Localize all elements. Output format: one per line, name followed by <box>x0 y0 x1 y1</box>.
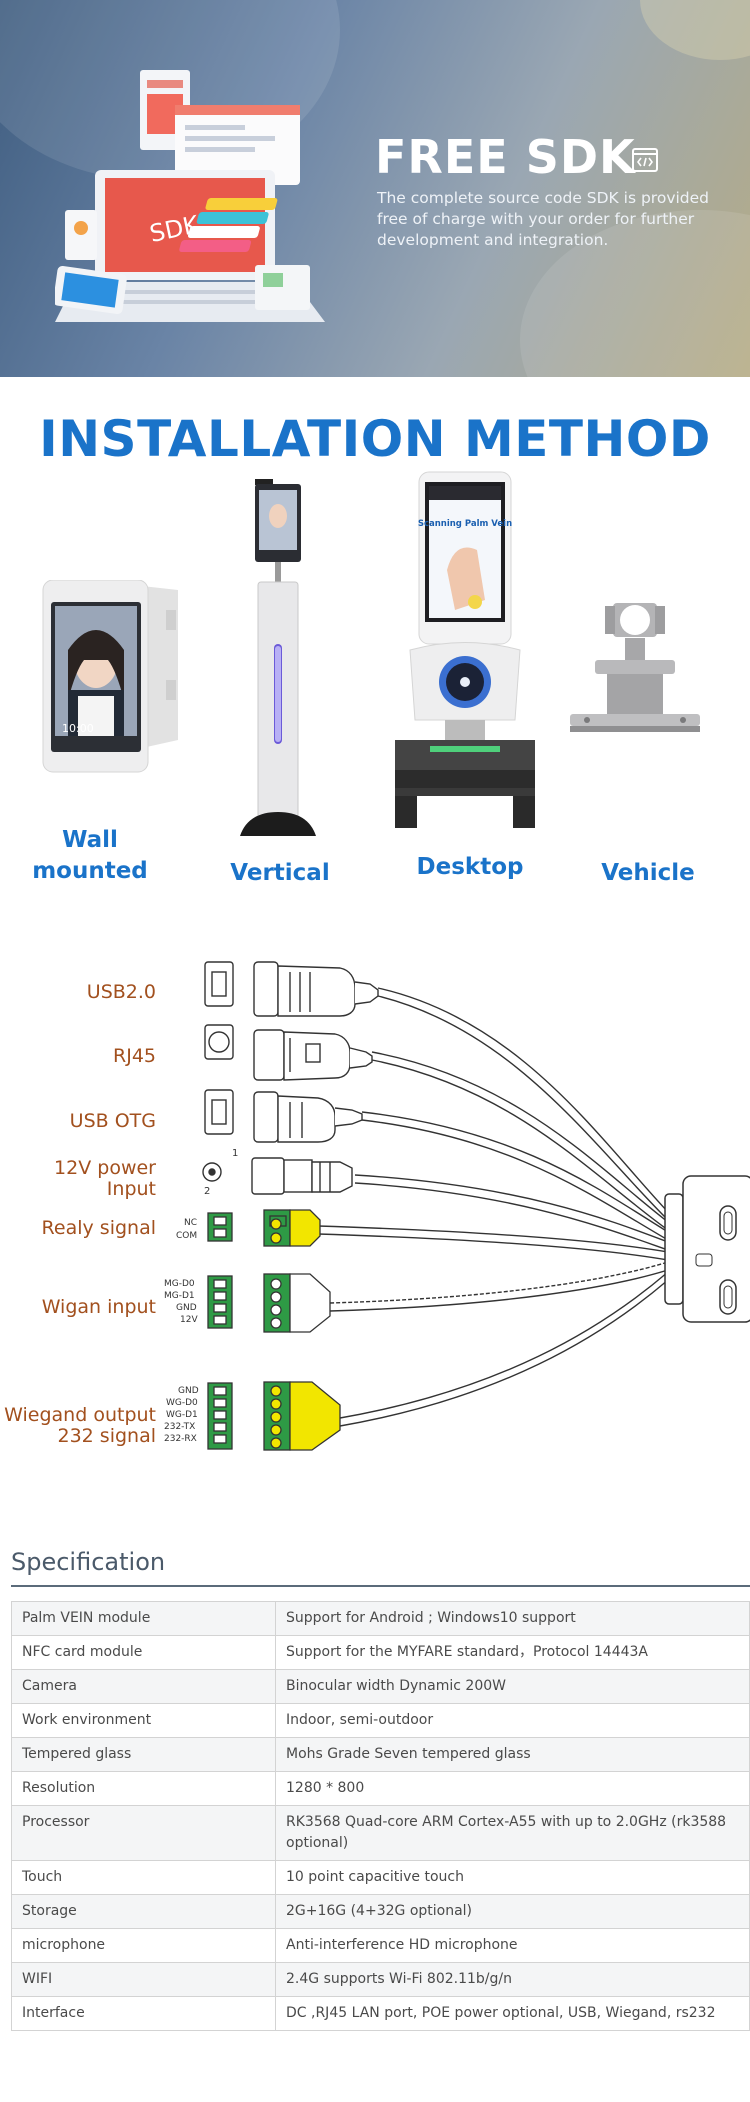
spec-value: 1280 * 800 <box>275 1771 750 1806</box>
wigan-pin-mgd1: MG-D1 <box>164 1291 195 1301</box>
wiegand-pin-wgd1: WG-D1 <box>166 1410 198 1420</box>
wire-label-wigan-input: Wigan input <box>41 1296 156 1318</box>
wigan-pin-mgd0: MG-D0 <box>164 1279 195 1289</box>
wigan-input-terminal <box>207 1273 331 1333</box>
spec-key: Storage <box>11 1894 276 1929</box>
method-label-vehicle: Vehicle <box>601 860 695 886</box>
spec-value: Support for Android ; Windows10 support <box>275 1601 750 1636</box>
spec-key: Processor <box>11 1805 276 1861</box>
spec-key: WIFI <box>11 1962 276 1997</box>
wall-mounted-device-image: 10:00 <box>42 580 178 773</box>
spec-key: microphone <box>11 1928 276 1963</box>
wigan-pin-gnd: GND <box>176 1303 197 1313</box>
power-pin-2: 2 <box>204 1186 210 1197</box>
free-sdk-banner: SDK FREE SDK Th <box>0 0 750 377</box>
spec-key: Resolution <box>11 1771 276 1806</box>
wire-label-wiegand-output: Wiegand output 232 signal <box>4 1404 156 1447</box>
relay-pin-nc: NC <box>184 1218 197 1228</box>
wiegand-pin-wgd0: WG-D0 <box>166 1398 198 1408</box>
spec-key: Interface <box>11 1996 276 2031</box>
hero-title: FREE SDK <box>375 130 636 184</box>
wiegand-pin-232rx: 232-RX <box>164 1434 197 1444</box>
usb-otg-port <box>204 1089 363 1143</box>
vertical-stand-image <box>240 479 316 836</box>
wall-screen-time: 10:00 <box>62 722 94 735</box>
spec-title: Specification <box>11 1548 166 1576</box>
rj45-port <box>204 1024 373 1081</box>
spec-value: 10 point capacitive touch <box>275 1860 750 1895</box>
wiegand-pin-gnd: GND <box>178 1386 199 1396</box>
spec-divider <box>11 1585 750 1587</box>
power-dc-port <box>202 1157 353 1195</box>
relay-terminal <box>207 1209 321 1247</box>
wigan-pin-12v: 12V <box>180 1315 198 1325</box>
method-label-desktop: Desktop <box>416 854 524 880</box>
spec-key: Camera <box>11 1669 276 1704</box>
wire-label-usb20: USB2.0 <box>86 981 156 1003</box>
spec-value: 2G+16G (4+32G optional) <box>275 1894 750 1929</box>
spec-value: Support for the MYFARE standard，Protocol… <box>275 1635 750 1670</box>
spec-value: Binocular width Dynamic 200W <box>275 1669 750 1704</box>
wiring-diagram-graphic: 1 2 NC COM <box>164 961 750 1451</box>
desktop-device-image: Scanning Palm Vein <box>395 471 535 828</box>
wire-label-12v-power: 12V power Input <box>54 1157 156 1200</box>
wire-label-relay-signal: Realy signal <box>41 1217 156 1239</box>
code-window-icon <box>632 148 658 172</box>
spec-key: Palm VEIN module <box>11 1601 276 1636</box>
wiegand-output-terminal <box>207 1381 341 1451</box>
spec-value: Mohs Grade Seven tempered glass <box>275 1737 750 1772</box>
sdk-laptop-illustration: SDK <box>55 70 325 322</box>
wire-label-usb-otg: USB OTG <box>69 1110 156 1132</box>
spec-value: Anti-interference HD microphone <box>275 1928 750 1963</box>
spec-key: Tempered glass <box>11 1737 276 1772</box>
method-label-wall-mounted: Wall mounted <box>32 827 148 884</box>
installation-title: INSTALLATION METHOD <box>39 410 711 468</box>
usb20-port <box>204 961 379 1017</box>
spec-key: NFC card module <box>11 1635 276 1670</box>
spec-value: 2.4G supports Wi-Fi 802.11b/g/n <box>275 1962 750 1997</box>
spec-key: Touch <box>11 1860 276 1895</box>
spec-value: Indoor, semi-outdoor <box>275 1703 750 1738</box>
vehicle-mount-image <box>570 603 700 732</box>
relay-pin-com: COM <box>176 1231 197 1241</box>
main-connector <box>664 1175 750 1323</box>
spec-value: RK3568 Quad-core ARM Cortex-A55 with up … <box>275 1805 750 1861</box>
wire-label-rj45: RJ45 <box>113 1045 156 1067</box>
wiring-diagram: 1 2 NC COM <box>0 920 750 1480</box>
method-label-vertical: Vertical <box>230 860 330 886</box>
spec-key: Work environment <box>11 1703 276 1738</box>
power-pin-1: 1 <box>232 1148 238 1159</box>
wiegand-pin-232tx: 232-TX <box>164 1422 195 1432</box>
spec-value: DC ,RJ45 LAN port, POE power optional, U… <box>275 1996 750 2031</box>
hero-bg-shape <box>640 0 750 60</box>
desktop-screen-text: Scanning Palm Vein <box>418 519 512 529</box>
hero-description: The complete source code SDK is provided… <box>377 189 710 249</box>
